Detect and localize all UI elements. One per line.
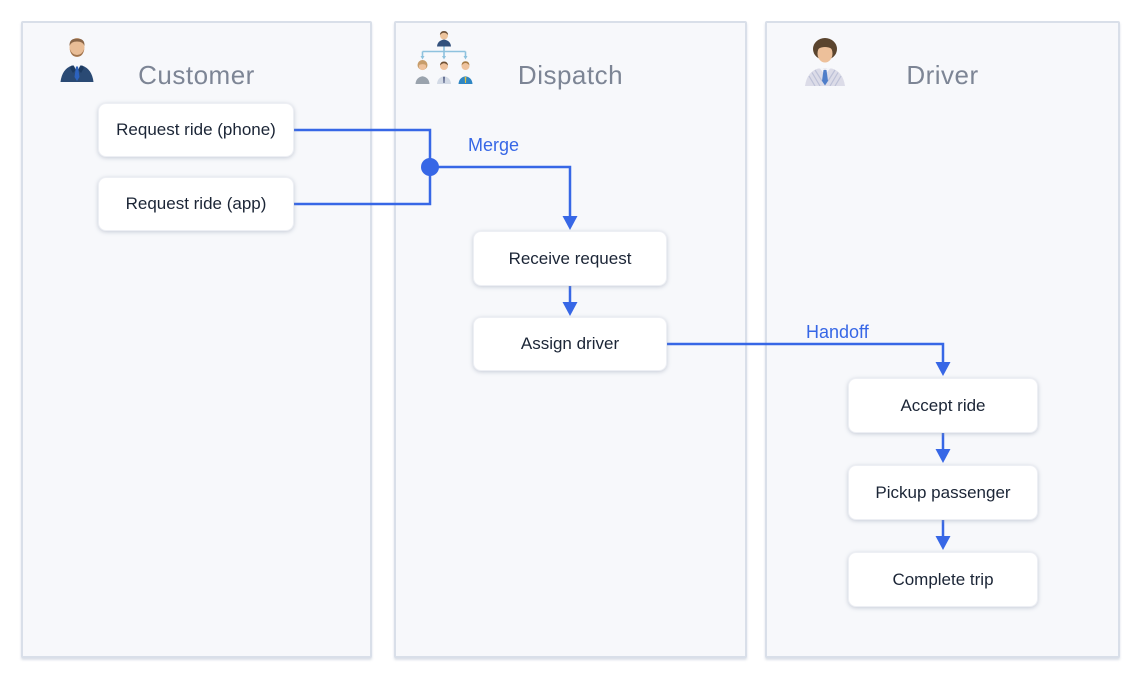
node-complete-trip[interactable]: Complete trip bbox=[848, 552, 1038, 607]
node-pickup-passenger[interactable]: Pickup passenger bbox=[848, 465, 1038, 520]
node-request-ride-phone[interactable]: Request ride (phone) bbox=[98, 103, 294, 157]
handoff-edge-label: Handoff bbox=[806, 322, 869, 342]
lane-title: Driver bbox=[906, 60, 979, 90]
node-request-ride-app[interactable]: Request ride (app) bbox=[98, 177, 294, 231]
node-accept-ride[interactable]: Accept ride bbox=[848, 378, 1038, 433]
node-assign-driver[interactable]: Assign driver bbox=[473, 317, 667, 371]
lane-driver[interactable]: Driver bbox=[765, 21, 1120, 658]
driver-avatar-icon bbox=[801, 36, 849, 91]
merge-edge-label: Merge bbox=[468, 135, 520, 155]
lane-title: Customer bbox=[138, 60, 255, 90]
dispatch-team-icon bbox=[413, 30, 475, 89]
customer-avatar-icon bbox=[59, 34, 95, 87]
node-receive-request[interactable]: Receive request bbox=[473, 231, 667, 286]
lane-title: Dispatch bbox=[517, 60, 624, 90]
